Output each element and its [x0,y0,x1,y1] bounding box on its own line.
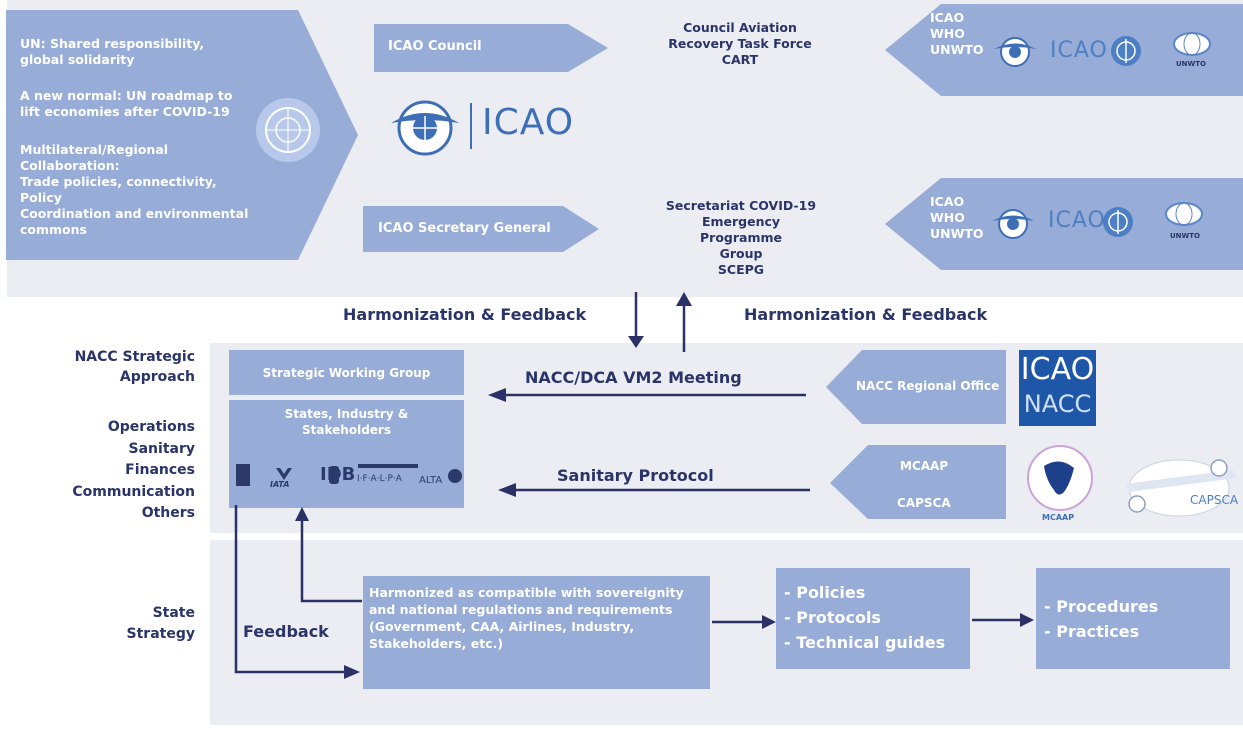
capsca-logo-text: CAPSCA [1190,493,1239,507]
secretary-general-arrow [363,206,599,252]
strategic-working-group: Strategic Working Group [229,350,464,395]
feedback-label: Feedback [243,622,329,641]
partners-bottom-icao-text: ICAO [1048,208,1106,233]
sanitary-protocol-arrow [498,483,810,497]
policies-box: - Policies - Protocols - Technical guide… [776,568,970,669]
unwto-emblem-icon [1173,32,1211,56]
areas-label: Operations Sanitary Finances Communicati… [72,419,195,521]
mcaap-shape [830,445,1006,519]
icao-nacc-logo: ICAO NACC [1019,350,1096,426]
feedback-connectors [234,505,362,679]
states-logos [236,464,462,486]
un-text-2: A new normal: UN roadmap to lift economi… [20,88,233,119]
procedures-text: - Procedures - Practices [1044,597,1159,641]
un-box-shape [6,10,358,260]
partners-bottom-names: ICAO WHO UNWTO [930,194,984,241]
sanitary-protocol-label: Sanitary Protocol [557,466,714,485]
partners-bottom-unwto-text: UNWTO [1170,232,1200,240]
who-emblem-icon-2 [1103,207,1133,237]
mcaap-emblem-icon [1027,445,1093,511]
partners-top-unwto-text: UNWTO [1176,60,1206,68]
un-text-1: UN: Shared responsibility, global solida… [20,36,205,67]
unwto-emblem-icon-2 [1165,202,1203,226]
partners-top-icao-text: ICAO [1050,38,1108,63]
mcaap-box-label: MCAAP [900,459,949,473]
mcaap-logo-text: MCAAP [1042,513,1075,522]
alta-logo-text: ALTA [419,475,443,486]
partners-top-shape [885,4,1243,96]
secretary-general-label: ICAO Secretary General [378,221,551,236]
state-strategy-label: State Strategy [126,605,195,642]
states-box: States, Industry & Stakeholders [229,400,464,508]
nacc-strategic-label: NACC Strategic Approach [74,349,195,385]
meeting-arrow [488,388,806,402]
icao-small-emblem-icon [994,37,1036,67]
icao-small-emblem-icon-2 [992,209,1034,239]
harmonized-text: Harmonized as compatible with sovereigni… [369,585,684,651]
meeting-label: NACC/DCA VM2 Meeting [525,368,742,387]
un-text-3: Multilateral/Regional Collaboration: Tra… [20,142,249,237]
harmonization-arrows [628,292,692,352]
harmonization-right-label: Harmonization & Feedback [744,305,988,324]
scepg-label: Secretariat COVID-19 Emergency Programme… [665,198,817,277]
icao-council-arrow [374,24,608,72]
idb-logo-text: IDB [320,464,356,485]
harmonized-box: Harmonized as compatible with sovereigni… [363,576,710,689]
capsca-box-label: CAPSCA [897,496,951,510]
icao-emblem-icon [391,100,459,156]
nacc-office-label: NACC Regional Office [856,379,1000,393]
icao-nacc-top: ICAO [1020,352,1095,387]
icao-logo-text: ICAO [482,102,575,143]
who-emblem-icon [1111,36,1141,66]
partners-top-names: ICAO WHO UNWTO [930,10,984,57]
procedures-box: - Procedures - Practices [1036,568,1230,669]
policies-text: - Policies - Protocols - Technical guide… [784,583,946,652]
un-emblem-icon [256,98,320,162]
harmonized-to-policies-arrow [712,615,776,629]
task-force-label: Council Aviation Recovery Task Force CAR… [668,20,812,67]
harmonization-left-label: Harmonization & Feedback [343,305,587,324]
icao-council-label: ICAO Council [388,39,482,54]
icao-nacc-bottom: NACC [1023,390,1092,418]
strategic-working-group-label: Strategic Working Group [262,365,431,380]
states-box-title: States, Industry & Stakeholders [284,407,409,437]
capsca-plane-icon [1125,459,1237,517]
nacc-office-shape [826,350,1006,424]
policies-to-procedures-arrow [972,613,1034,627]
ifalpa-logo-text: I·F·A·L·P·A [357,474,402,484]
iata-logo-text: IATA [270,480,290,489]
partners-bottom-shape [885,178,1243,270]
icao-logo-divider [470,103,472,149]
